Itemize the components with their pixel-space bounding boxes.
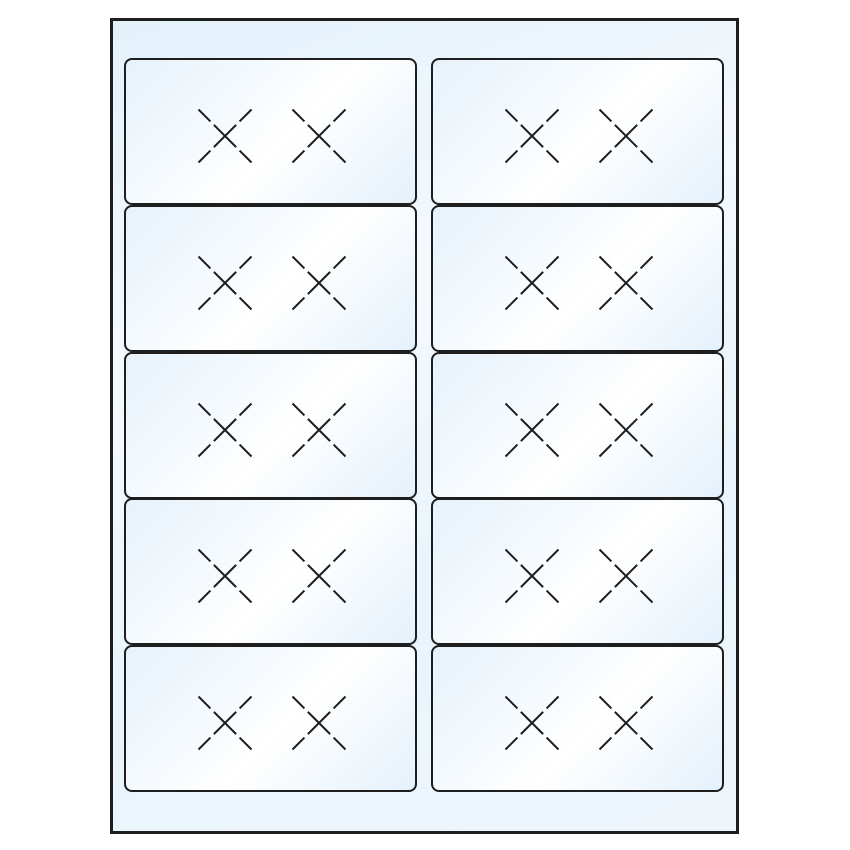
dashed-x-mark-icon: [197, 402, 347, 458]
label-cell: XX: [124, 498, 417, 645]
dashed-x-mark-icon: [504, 695, 654, 751]
dashed-x-mark-icon: [504, 255, 654, 311]
label-cell: XX: [431, 352, 724, 499]
dashed-x-mark-icon: [197, 108, 347, 164]
label-cell: XX: [124, 205, 417, 352]
dashed-x-mark-icon: [504, 548, 654, 604]
label-cell: XX: [431, 645, 724, 792]
label-cell: XX: [124, 58, 417, 205]
dashed-x-mark-icon: [197, 695, 347, 751]
label-cell: XX: [431, 58, 724, 205]
dashed-x-mark-icon: [504, 402, 654, 458]
label-cell: XX: [124, 352, 417, 499]
label-cell: XX: [124, 645, 417, 792]
dashed-x-mark-icon: [197, 548, 347, 604]
label-cell: XX: [431, 498, 724, 645]
label-cell: XX: [431, 205, 724, 352]
dashed-x-mark-icon: [197, 255, 347, 311]
dashed-x-mark-icon: [504, 108, 654, 164]
